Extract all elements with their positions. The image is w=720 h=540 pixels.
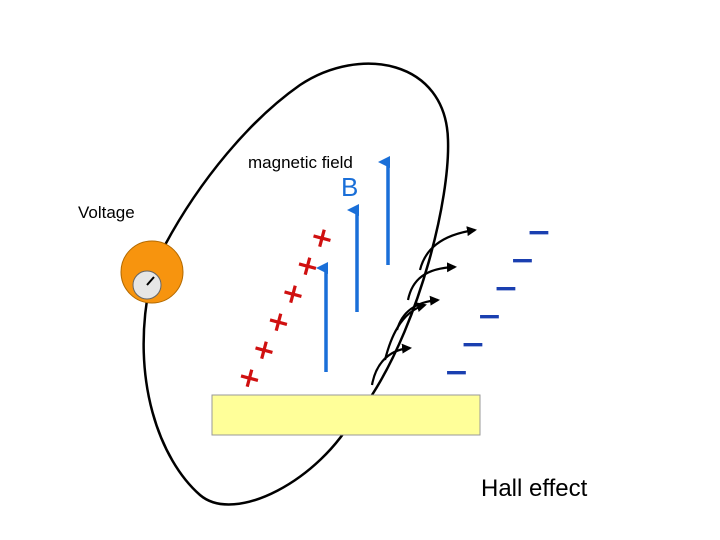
magnetic-field-arrows (316, 156, 390, 372)
negative-charge: − (493, 271, 518, 306)
hall-effect-title: Hall effect (481, 475, 588, 502)
negative-charge: − (510, 243, 535, 278)
voltmeter (120, 240, 184, 304)
negative-charge: − (444, 355, 469, 390)
voltmeter-needle (146, 276, 155, 286)
carrier-path (418, 226, 477, 271)
magnetic-field-label: magnetic field (248, 153, 353, 172)
positive-charges: ++++++ (234, 219, 338, 397)
carrier-path (370, 343, 412, 386)
circuit-wire (142, 62, 450, 506)
negative-charge: − (526, 215, 551, 250)
positive-charge: + (234, 359, 265, 397)
negative-charge: − (460, 327, 485, 362)
carrier-path (395, 295, 440, 331)
carrier-path (406, 262, 457, 301)
conductor-bar (211, 394, 481, 436)
field-symbol-label: B (341, 172, 358, 202)
voltage-label: Voltage (78, 203, 135, 222)
carrier-path (383, 302, 427, 361)
negative-charges: −−−−−− (444, 215, 552, 390)
negative-charge: − (477, 299, 502, 334)
carrier-paths (370, 226, 477, 386)
